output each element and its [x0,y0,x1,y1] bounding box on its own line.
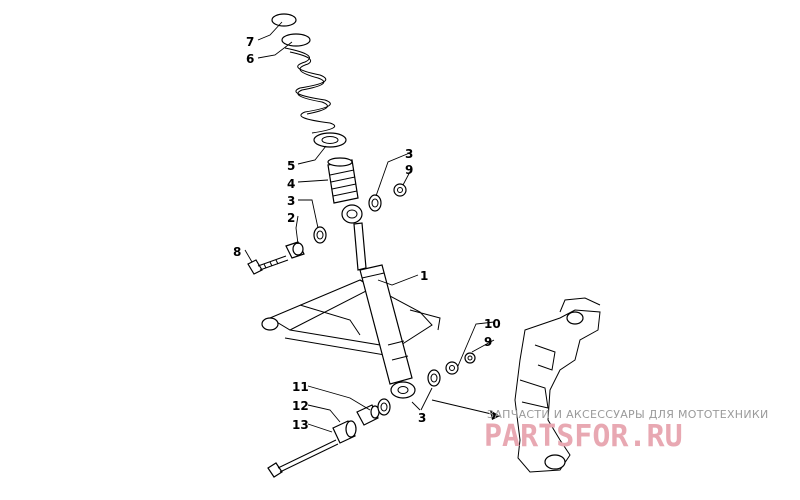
assembly-arrow [431,399,501,420]
upper-washer-left [313,226,327,244]
bump-stop [327,157,359,204]
lower-bolt [267,439,339,478]
callout-5: 5 [287,159,295,173]
upper-bolt [247,255,289,275]
callout-11: 11 [292,380,309,394]
lower-bushing [356,404,380,426]
leader-lines [244,21,495,433]
lower-washer-right [427,369,441,387]
callout-8: 8 [233,245,241,259]
callout-3-upper-right: 3 [405,147,413,161]
coil-spring [271,13,335,134]
lower-nut-2 [464,352,476,364]
upper-washer-right [368,194,382,212]
watermark-tagline: ЗАПЧАСТИ И АКСЕССУАРЫ ДЛЯ МОТОТЕХНИКИ [487,408,769,421]
a-arm [261,279,441,356]
upper-nut [393,183,407,197]
upper-sleeve [285,241,305,259]
callout-3-lower: 3 [418,411,426,425]
lower-sleeve [332,420,357,444]
watermark-brand: PARTSFOR.RU [484,419,683,454]
callout-9-lower: 9 [484,335,492,349]
callout-12: 12 [292,399,309,413]
callout-7: 7 [246,35,254,49]
callout-4: 4 [287,177,295,191]
callout-6: 6 [246,52,254,66]
shock-absorber [341,204,416,399]
callout-2: 2 [287,211,295,225]
lower-nut [445,361,459,375]
watermark: ЗАПЧАСТИ И АКСЕССУАРЫ ДЛЯ МОТОТЕХНИКИ PA… [484,408,769,454]
steering-knuckle [514,297,601,473]
callout-13: 13 [292,418,309,432]
callout-labels: 7 6 5 4 3 2 8 3 9 1 10 9 3 11 12 13 [233,35,501,432]
callout-9-upper: 9 [405,163,413,177]
lower-washer-left [377,398,391,416]
callout-1: 1 [420,269,428,283]
callout-3-upper-left: 3 [287,194,295,208]
spring-seat [313,132,347,148]
callout-10: 10 [484,317,501,331]
